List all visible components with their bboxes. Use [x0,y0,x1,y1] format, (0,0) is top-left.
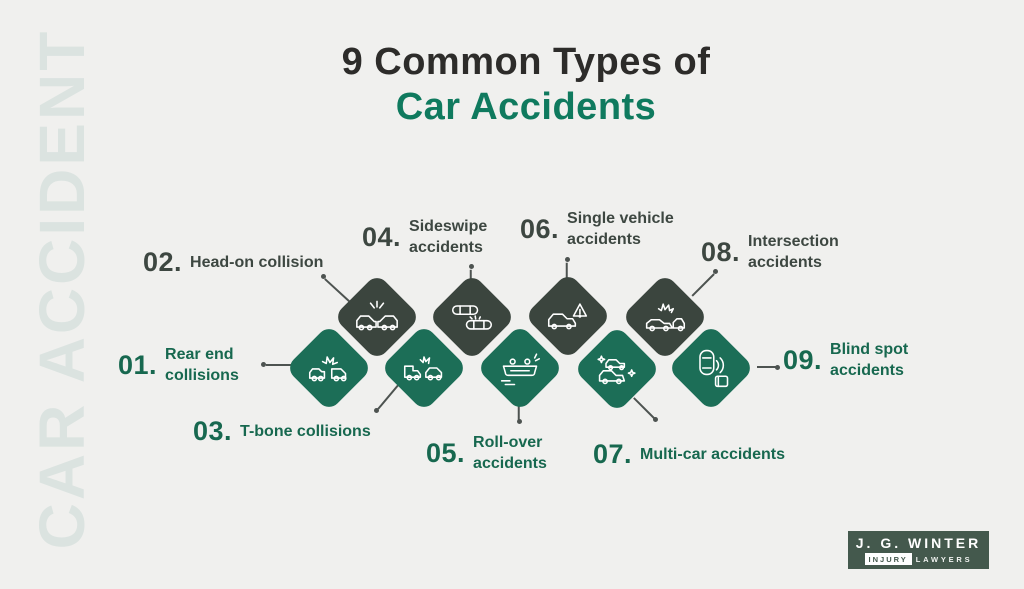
item-number: 08. [701,236,741,267]
connector-dot-07 [653,417,658,422]
item-number: 09. [783,344,823,375]
item-number: 01. [118,349,158,380]
label-t-bone-collisions: 03. T-bone collisions [193,418,371,445]
logo-name: J. G. WINTER [855,535,982,551]
jg-winter-logo: J. G. WINTER INJURY LAWYERS [848,531,989,569]
logo-lawyers-text: LAWYERS [915,554,973,564]
item-number: 07. [593,439,633,469]
diamond-roll-over-accidents [476,324,564,412]
label-multi-car-accidents: 07. Multi-car accidents [593,441,785,468]
item-label: Blind spot accidents [830,341,909,380]
page-title: 9 Common Types of Car Accidents [14,40,1024,130]
label-head-on-collision: 02. Head-on collision [143,249,323,276]
logo-injury-badge: INJURY [864,553,912,565]
connector-dot-09 [775,365,780,370]
diamond-intersection-accidents [621,273,709,361]
label-sideswipe-accidents: 04. Sideswipe accidents [362,216,507,258]
connector-dot-01 [261,362,266,367]
t-bone-collision-icon [403,356,443,381]
connector-dot-02 [321,274,326,279]
diamond-blind-spot-accidents [667,324,755,412]
connector-line-08 [691,273,715,297]
connector-line-02 [324,278,350,302]
item-label: T-bone collisions [240,422,371,440]
item-number: 05. [426,437,466,468]
diamond-rear-end-collisions [285,324,373,412]
label-blind-spot-accidents: 09. Blind spot accidents [783,339,922,381]
multi-car-accident-icon [597,355,636,385]
connector-line-09 [757,366,777,368]
connector-dot-06 [565,257,570,262]
head-on-collision-icon [356,300,398,331]
item-label: Rear end collisions [165,346,239,385]
item-label: Roll-over accidents [473,434,547,473]
item-number: 04. [362,221,402,252]
item-label: Multi-car accidents [640,445,785,463]
blind-spot-accident-icon [699,349,729,388]
item-number: 06. [520,213,560,244]
item-label: Head-on collision [190,253,324,271]
connector-line-01 [266,364,294,366]
diamond-single-vehicle-accidents [524,272,612,360]
connector-dot-05 [517,419,522,424]
title-line-1: 9 Common Types of [341,41,711,83]
label-intersection-accidents: 08. Intersection accidents [701,231,866,273]
intersection-accident-icon [645,303,686,332]
item-label: Intersection accidents [748,233,839,272]
item-number: 02. [143,247,183,277]
connector-dot-03 [374,408,379,413]
diamond-sideswipe-accidents [428,273,516,361]
sideswipe-accident-icon [451,305,493,330]
title-line-2: Car Accidents [395,85,657,128]
roll-over-accident-icon [500,353,541,386]
connector-line-03 [377,382,400,410]
label-roll-over-accidents: 05. Roll-over accidents [426,432,568,474]
diamond-head-on-collision [333,273,421,361]
label-rear-end-collisions: 01. Rear end collisions [118,344,247,386]
label-single-vehicle-accidents: 06. Single vehicle accidents [520,208,695,250]
item-number: 03. [193,416,233,446]
connector-dot-08 [713,269,718,274]
diamond-multi-car-accidents [573,325,661,413]
rear-end-collision-icon [308,356,347,382]
item-label: Sideswipe accidents [409,218,488,257]
diamond-t-bone-collisions [380,324,468,412]
logo-subtitle: INJURY LAWYERS [864,553,973,565]
connector-dot-04 [469,264,474,269]
connector-line-07 [633,397,656,420]
single-vehicle-accident-icon [547,303,588,330]
item-label: Single vehicle accidents [567,210,674,249]
